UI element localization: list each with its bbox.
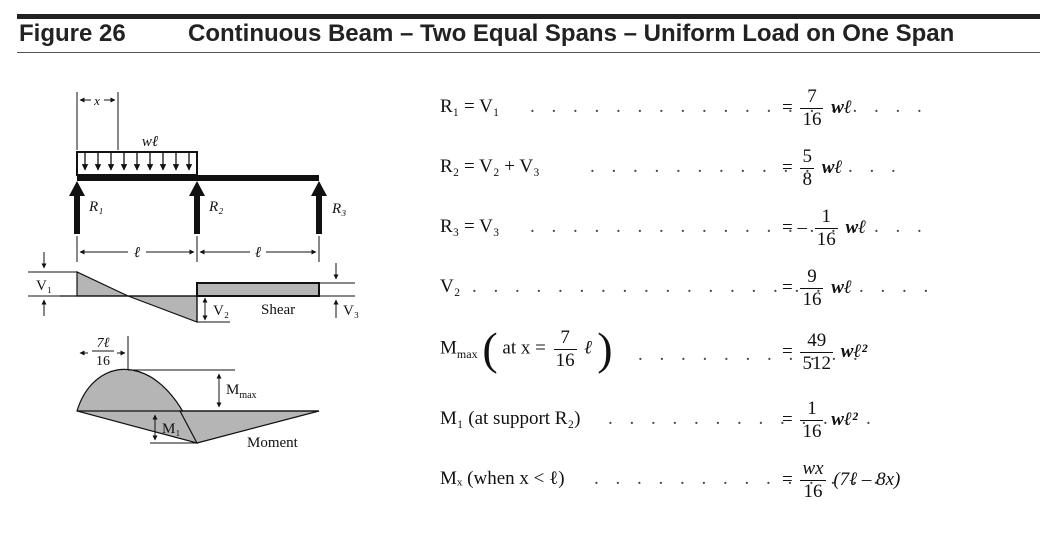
leader-dots: . . . . . . . . . . . . . . xyxy=(594,468,885,489)
m1-label: M₁ xyxy=(162,421,181,437)
span-2-label: ℓ xyxy=(255,245,261,261)
x-label: x xyxy=(93,93,100,108)
moment-label: Moment xyxy=(247,435,299,451)
v3-label: V₃ xyxy=(343,303,359,319)
equation-r3: R₃ = V₃ xyxy=(440,216,500,238)
equation-m1: M₁ (at support R₂) xyxy=(440,408,580,430)
beam xyxy=(77,175,319,181)
figure-title: Continuous Beam – Two Equal Spans – Unif… xyxy=(188,20,955,47)
shear-diagram xyxy=(28,252,355,323)
mmax-position-numerator: 7ℓ xyxy=(97,336,110,351)
leader-dots: . . . . . . . . . . . . . xyxy=(608,408,877,429)
leader-dots: . . . . . . . . . . . . . . . xyxy=(590,156,902,177)
span-dimensions xyxy=(76,236,320,262)
reaction-r3-label: R₃ xyxy=(331,201,346,217)
leader-dots: . . . . . . . . . . . xyxy=(638,344,864,365)
equation-r2: R₂ = V₂ + V₃ xyxy=(440,156,540,178)
reaction-r2-label: R₂ xyxy=(208,199,223,215)
equation-r3-lhs: R₃ = V₃ xyxy=(440,216,500,237)
reaction-arrows xyxy=(69,181,327,234)
mmax-diagram-label: Mmax xyxy=(226,382,257,401)
mmax-position-dimension xyxy=(79,336,129,370)
load-arrows xyxy=(81,153,193,171)
v2-label: V₂ xyxy=(213,303,229,319)
header-bottom-rule xyxy=(17,52,1040,53)
equation-r1-lhs: R₁ = V₁ xyxy=(440,96,500,117)
load-label: wℓ xyxy=(142,134,158,150)
v1-label: V₁ xyxy=(36,278,52,294)
equation-mx: Mₓ (when x < ℓ) xyxy=(440,468,565,490)
equation-v2: V₂ xyxy=(440,276,460,298)
moment-diagram xyxy=(76,368,320,444)
leader-dots: . . . . . . . . . . . . . . . . . . . xyxy=(530,216,928,237)
reaction-r1-label: R₁ xyxy=(88,199,103,215)
equation-r1: R₁ = V₁ xyxy=(440,96,500,118)
equation-m1-lhs: M₁ (at support R₂) xyxy=(440,408,581,429)
leader-dots: . . . . . . . . . . . . . . . . . . . . … xyxy=(472,276,935,297)
x-dimension: x xyxy=(76,92,119,150)
equation-mx-lhs: Mₓ (when x < ℓ) xyxy=(440,468,565,489)
header-top-rule xyxy=(17,14,1040,19)
equation-r2-lhs: R₂ = V₂ + V₃ xyxy=(440,156,540,177)
shear-label: Shear xyxy=(261,302,295,318)
mmax-position-denominator: 16 xyxy=(96,354,110,369)
span-1-label: ℓ xyxy=(134,245,140,261)
leader-dots: . . . . . . . . . . . . . . . . . . . xyxy=(530,96,928,117)
figure-label: Figure 26 xyxy=(19,20,126,47)
equation-v2-lhs: V₂ xyxy=(440,276,461,297)
